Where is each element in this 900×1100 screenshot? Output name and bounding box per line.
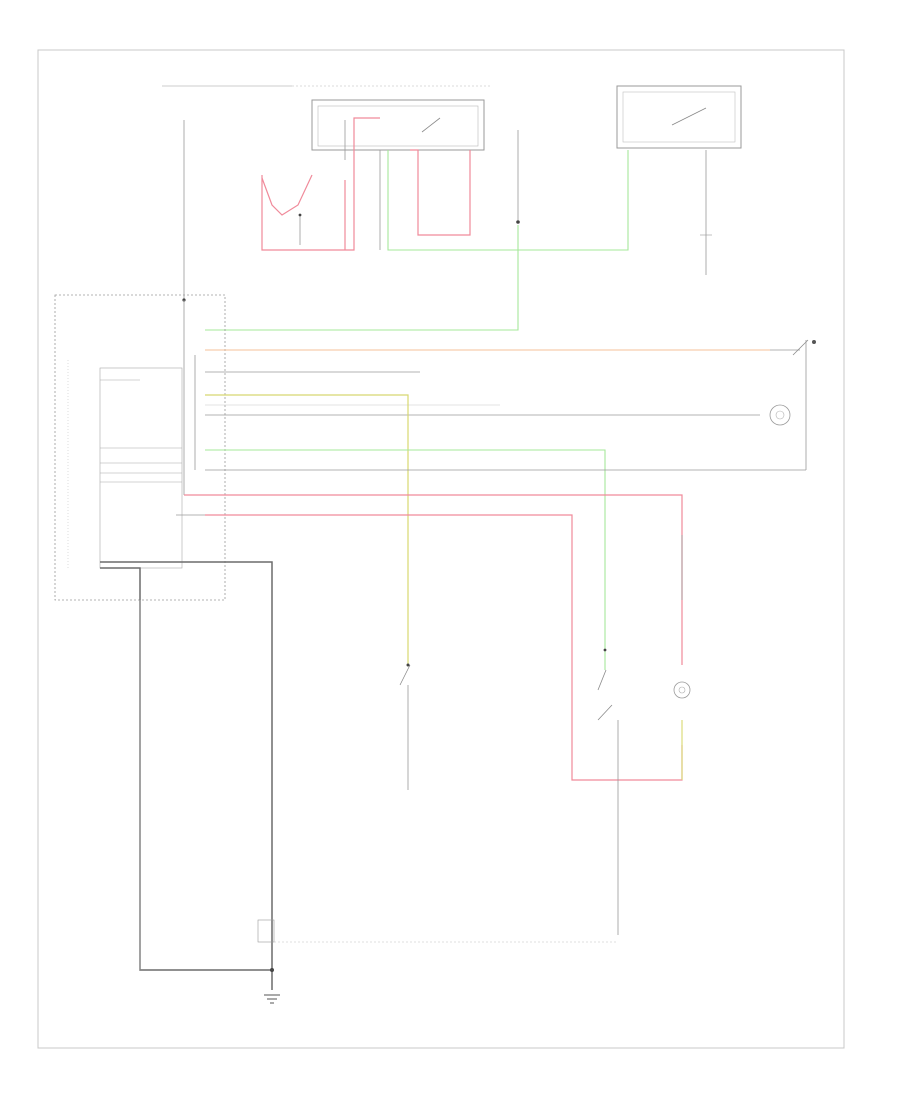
chime-lamp <box>673 535 691 780</box>
fuse-box-section <box>162 85 742 331</box>
key-reminder-switch <box>597 648 619 935</box>
ignition-relay-box <box>311 99 485 151</box>
ground-loop <box>100 561 618 1004</box>
door-switch <box>399 663 411 790</box>
harness-lines <box>176 349 770 781</box>
light-failure-sensor <box>768 339 816 471</box>
junction-block <box>54 294 226 601</box>
ignition-switch-box <box>616 85 742 149</box>
diagram-border <box>37 49 845 1049</box>
